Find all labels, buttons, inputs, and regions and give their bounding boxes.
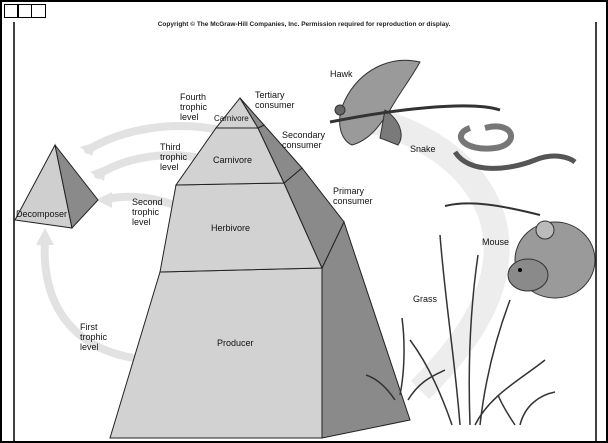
fourth-trophic-level-label: Fourth trophic level [180,92,207,122]
layer-label-carnivore-top: Carnivore [214,114,249,123]
primary-consumer-label: Primary consumer [333,186,373,206]
third-trophic-level-label: Third trophic level [160,142,187,172]
layer-label-producer: Producer [217,338,254,348]
second-line-1: Second [132,197,163,207]
layer-label-carnivore: Carnivore [213,155,252,165]
tertiary-line-2: consumer [255,100,295,110]
mouse-label: Mouse [482,237,509,247]
second-line-2: trophic [132,207,163,217]
layout-columns-icon[interactable] [32,4,46,18]
hawk-label: Hawk [330,69,353,79]
third-line-2: trophic [160,152,187,162]
first-trophic-level-label: First trophic level [80,322,107,352]
snake-label: Snake [410,144,436,154]
first-line-2: trophic [80,332,107,342]
third-line-3: level [160,162,187,172]
layout-grid-icon[interactable] [4,4,18,18]
second-trophic-level-label: Second trophic level [132,197,163,227]
third-line-1: Third [160,142,187,152]
primary-line-1: Primary [333,186,373,196]
fourth-line-3: level [180,112,207,122]
copyright-notice: Copyright © The McGraw-Hill Companies, I… [0,21,608,28]
layer-label-herbivore: Herbivore [211,223,250,233]
secondary-line-1: Secondary [282,130,325,140]
layout-split-icon[interactable] [18,4,32,18]
first-line-3: level [80,342,107,352]
secondary-line-2: consumer [282,140,325,150]
tertiary-consumer-label: Tertiary consumer [255,90,295,110]
fourth-line-2: trophic [180,102,207,112]
fourth-line-1: Fourth [180,92,207,102]
second-line-3: level [132,217,163,227]
primary-line-2: consumer [333,196,373,206]
secondary-consumer-label: Secondary consumer [282,130,325,150]
decomposer-label: Decomposer [16,209,67,219]
tertiary-line-1: Tertiary [255,90,295,100]
first-line-1: First [80,322,107,332]
grass-label: Grass [413,294,437,304]
